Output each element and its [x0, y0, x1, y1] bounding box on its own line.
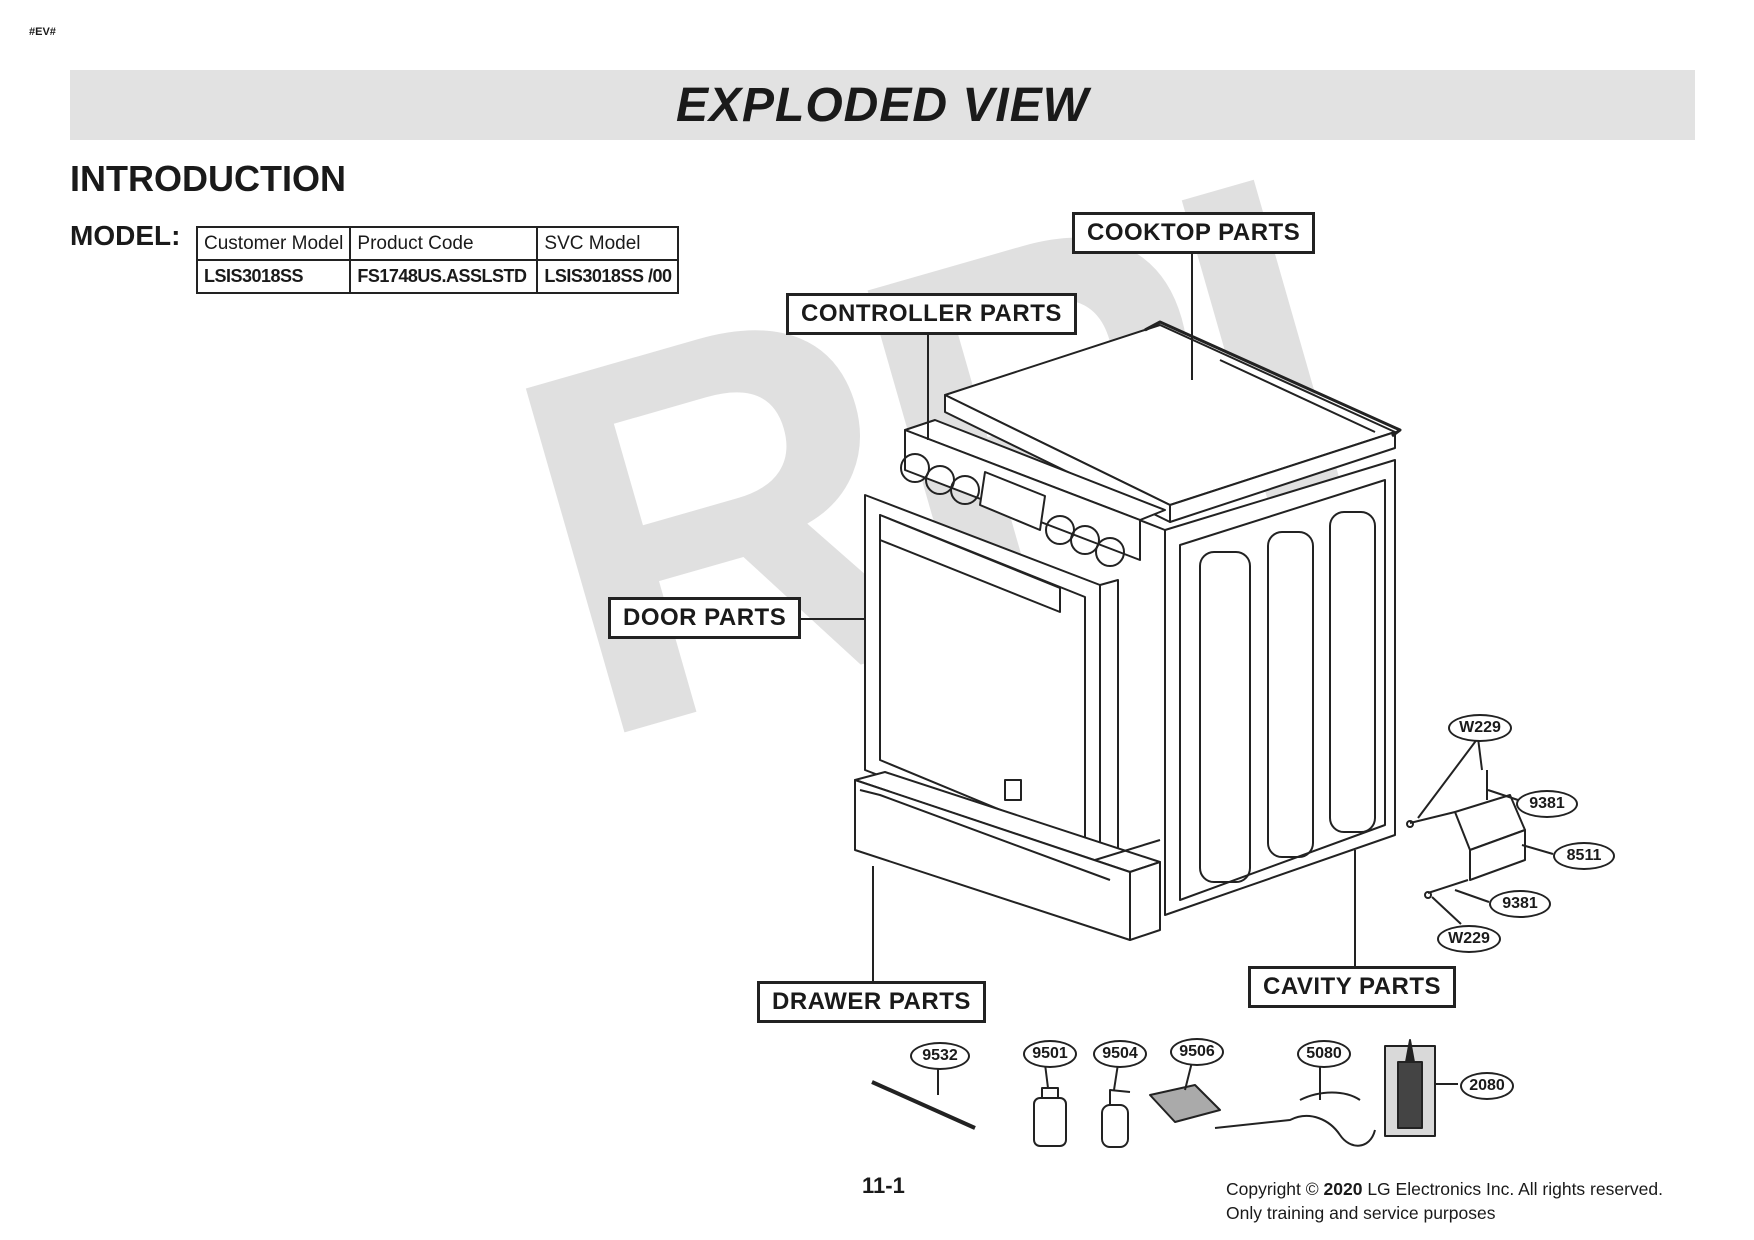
callout-w229-bottom: W229 — [1437, 925, 1501, 953]
label-cavity-parts: CAVITY PARTS — [1248, 966, 1457, 1008]
page-title: EXPLODED VIEW — [675, 78, 1090, 132]
copyright-suffix: LG Electronics Inc. All rights reserved. — [1362, 1179, 1663, 1199]
header-product-code: Product Code — [349, 226, 539, 261]
value-svc-model: LSIS3018SS /00 — [536, 259, 680, 294]
callout-9381-top: 9381 — [1516, 790, 1578, 818]
callout-9501: 9501 — [1023, 1040, 1077, 1068]
callout-w229-top: W229 — [1448, 714, 1512, 742]
model-table-value-row: LSIS3018SS FS1748US.ASSLSTD LSIS3018SS /… — [195, 259, 680, 294]
callout-8511: 8511 — [1553, 842, 1615, 870]
bracket-parts-drawing — [1406, 770, 1526, 899]
corner-tag: #EV# — [29, 26, 56, 38]
controller-drawing — [900, 419, 1166, 567]
label-controller-parts: CONTROLLER PARTS — [786, 293, 1077, 335]
copyright-year: 2020 — [1323, 1179, 1363, 1199]
copyright-line-1: Copyright © 2020 LG Electronics Inc. All… — [1226, 1177, 1663, 1201]
cavity-drawing — [909, 429, 1396, 916]
value-customer-model: LSIS3018SS — [195, 259, 352, 294]
model-label: MODEL: — [70, 220, 181, 251]
title-bar: EXPLODED VIEW — [70, 70, 1695, 140]
model-table-header-row: Customer Model Product Code SVC Model — [195, 226, 680, 261]
callout-5080: 5080 — [1297, 1040, 1351, 1068]
callout-9506: 9506 — [1170, 1038, 1224, 1066]
section-title: INTRODUCTION — [70, 158, 346, 199]
callout-9532: 9532 — [910, 1042, 970, 1070]
label-door-parts: DOOR PARTS — [608, 597, 802, 639]
copyright-prefix: Copyright © — [1226, 1179, 1324, 1199]
drawer-drawing — [854, 771, 1161, 941]
leader-lines — [796, 252, 1554, 1100]
label-cooktop-parts: COOKTOP PARTS — [1072, 212, 1316, 254]
label-drawer-parts: DRAWER PARTS — [757, 981, 986, 1023]
callout-9504: 9504 — [1093, 1040, 1147, 1068]
page-number: 11-1 — [862, 1173, 905, 1198]
callout-9381-bottom: 9381 — [1489, 890, 1551, 918]
header-svc-model: SVC Model — [536, 226, 680, 261]
copyright-notice: Copyright © 2020 LG Electronics Inc. All… — [1226, 1177, 1663, 1225]
value-product-code: FS1748US.ASSLSTD — [349, 259, 539, 294]
callout-2080: 2080 — [1460, 1072, 1514, 1100]
header-customer-model: Customer Model — [195, 226, 352, 261]
accessory-parts-drawing — [871, 1039, 1436, 1148]
model-table: Customer Model Product Code SVC Model LS… — [195, 226, 680, 294]
copyright-line-2: Only training and service purposes — [1226, 1203, 1496, 1223]
